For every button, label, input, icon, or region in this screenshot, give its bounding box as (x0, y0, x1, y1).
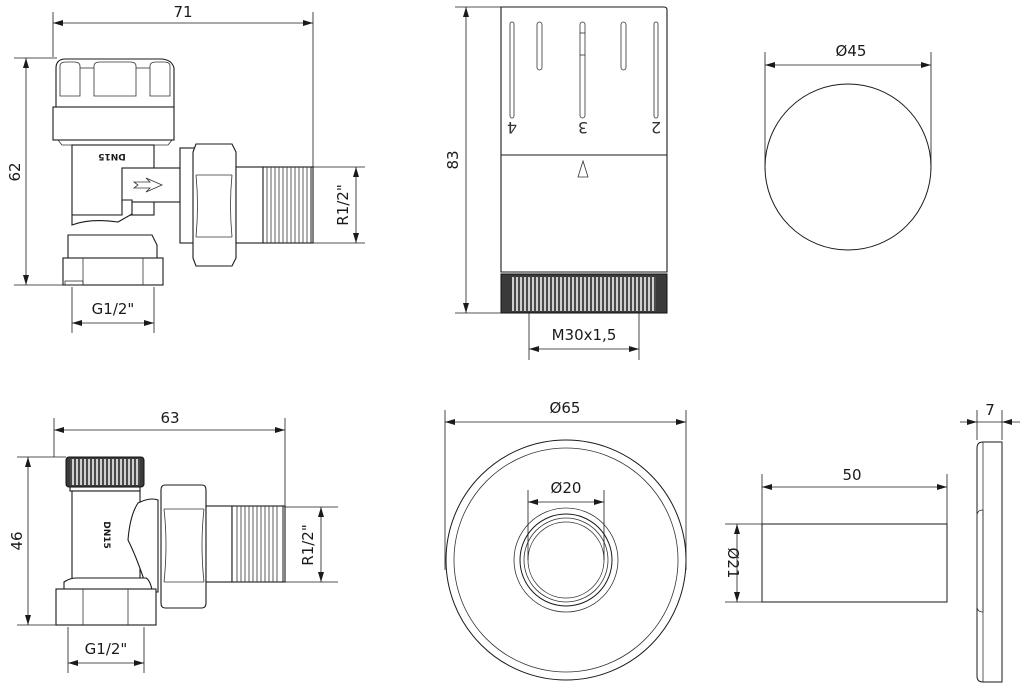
scale-mark-2: 2 (651, 118, 661, 137)
dim-g12-bottom: G1/2" (85, 640, 128, 658)
dim-d20: Ø20 (551, 479, 582, 497)
dim-m30: M30x1,5 (552, 326, 617, 344)
dim-62: 62 (6, 162, 24, 181)
scale-mark-3: 3 (578, 118, 588, 137)
dim-d21: Ø21 (724, 548, 742, 579)
lockshield-valve-side-view: 63 46 DN15 (8, 409, 338, 673)
dim-50: 50 (842, 466, 861, 484)
thermostatic-head-side-view: 83 4 3 2 M30x1,5 (444, 6, 668, 360)
dim-r12-bottom: R1/2" (299, 524, 317, 565)
dim-71: 71 (173, 3, 192, 21)
sleeve-side-view: 50 Ø21 (724, 466, 948, 603)
dim-46: 46 (8, 531, 26, 550)
dim-7: 7 (985, 401, 995, 419)
dim-r12-top: R1/2" (334, 184, 352, 225)
dim-g12-top: G1/2" (92, 300, 135, 318)
dim-d45: Ø45 (836, 42, 867, 60)
scale-mark-4: 4 (507, 118, 517, 137)
rosette-side-view: 7 (960, 401, 1020, 683)
thread-lines (266, 167, 312, 243)
dim-d65: Ø65 (550, 399, 581, 417)
body-marking-dn15-rotated: DN15 (98, 151, 126, 161)
rosette-front-view: Ø65 Ø20 (444, 399, 687, 681)
angle-valve-top-view: 71 62 DN15 (6, 3, 365, 333)
thermostatic-head-top-view: Ø45 (764, 42, 932, 251)
triangle-indicator-icon (577, 159, 589, 178)
thread-lines-lower (236, 506, 284, 582)
dim-63: 63 (160, 409, 179, 427)
dim-83: 83 (444, 150, 462, 169)
body-marking-dn15: DN15 (101, 521, 111, 549)
